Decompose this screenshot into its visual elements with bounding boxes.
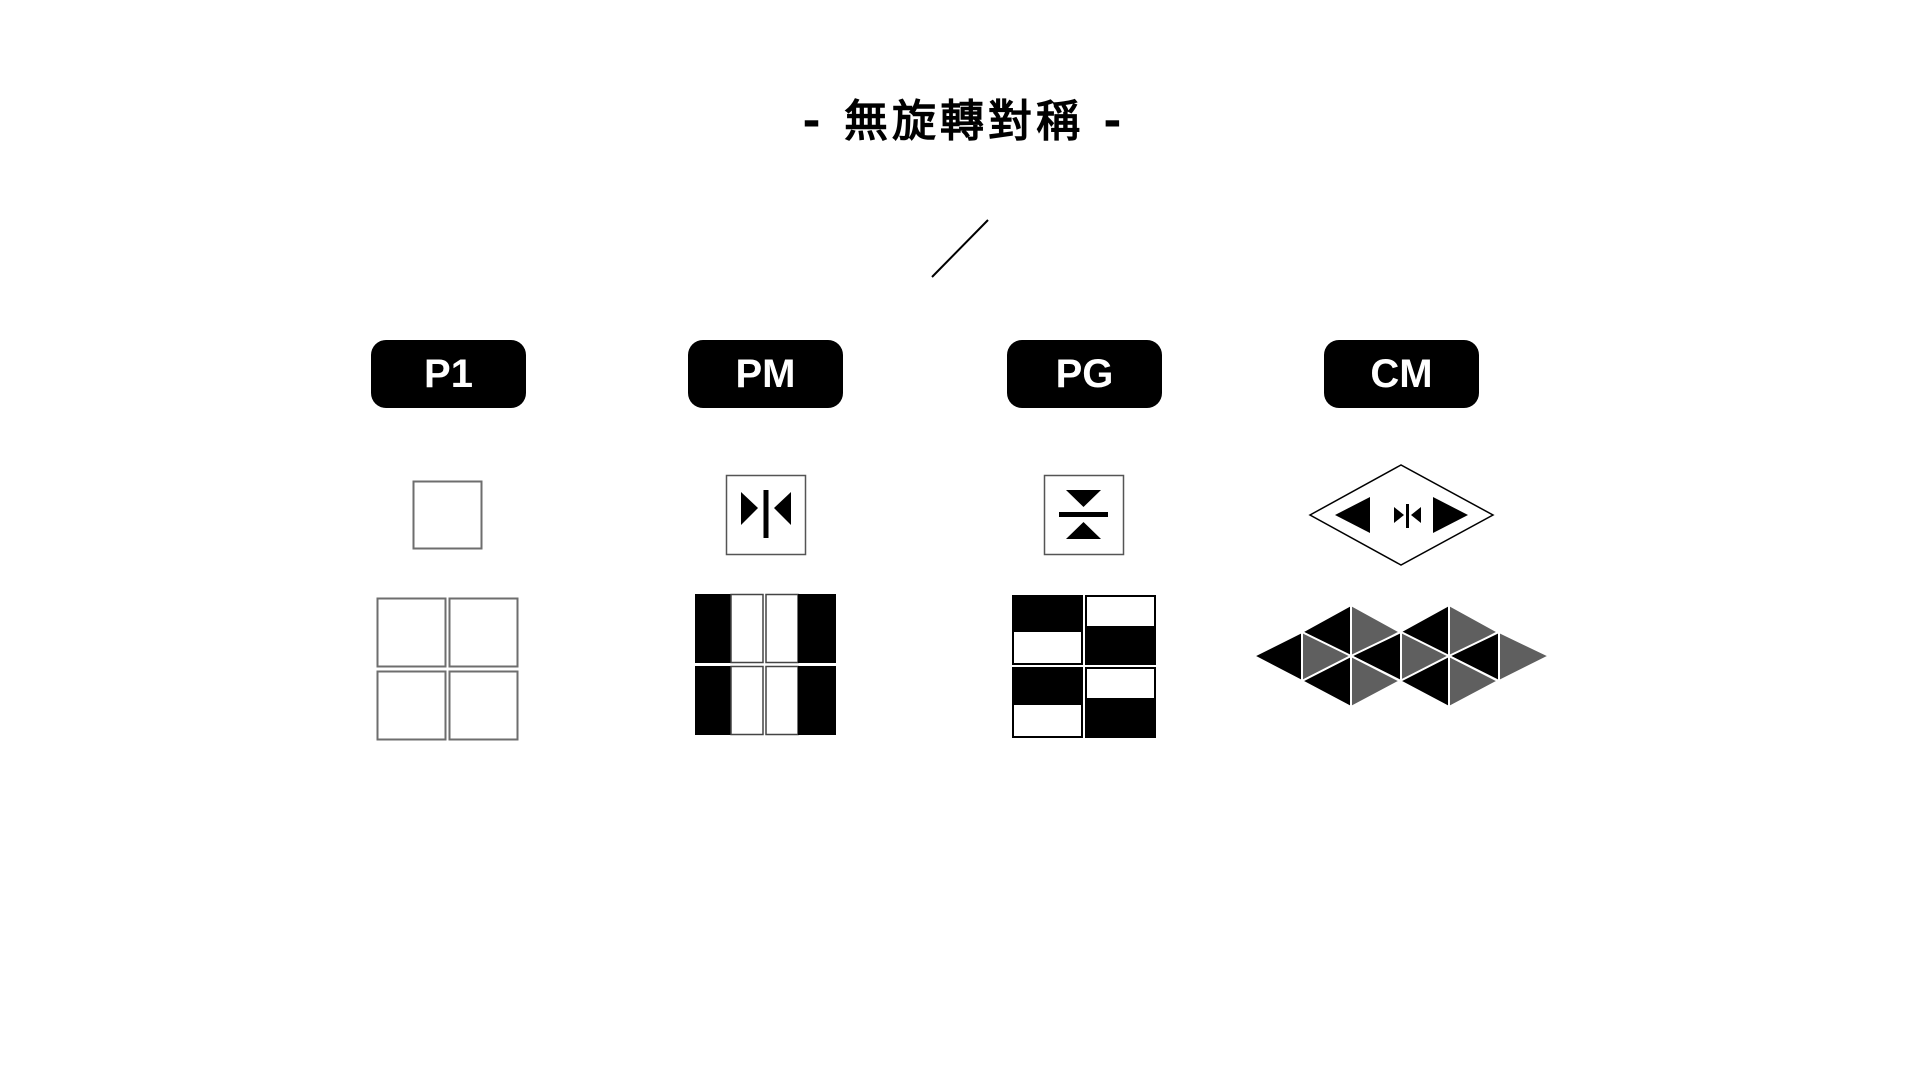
badge-pg: PG	[1007, 340, 1162, 408]
cm-rhombus-mirror-icon	[1308, 464, 1495, 566]
badge-p1: P1	[371, 340, 526, 408]
cm-tiling	[1251, 603, 1552, 709]
pg-glide-icon	[1043, 474, 1125, 556]
pg-tiling	[1012, 595, 1156, 738]
page-title: - 無旋轉對稱 -	[802, 96, 1126, 147]
pm-mirror-icon	[725, 474, 807, 556]
p1-tiling	[376, 597, 519, 741]
badge-pm: PM	[688, 340, 843, 408]
badge-cm: CM	[1324, 340, 1479, 408]
pm-tiling	[695, 593, 836, 736]
p1-motif-square-icon	[412, 480, 483, 550]
